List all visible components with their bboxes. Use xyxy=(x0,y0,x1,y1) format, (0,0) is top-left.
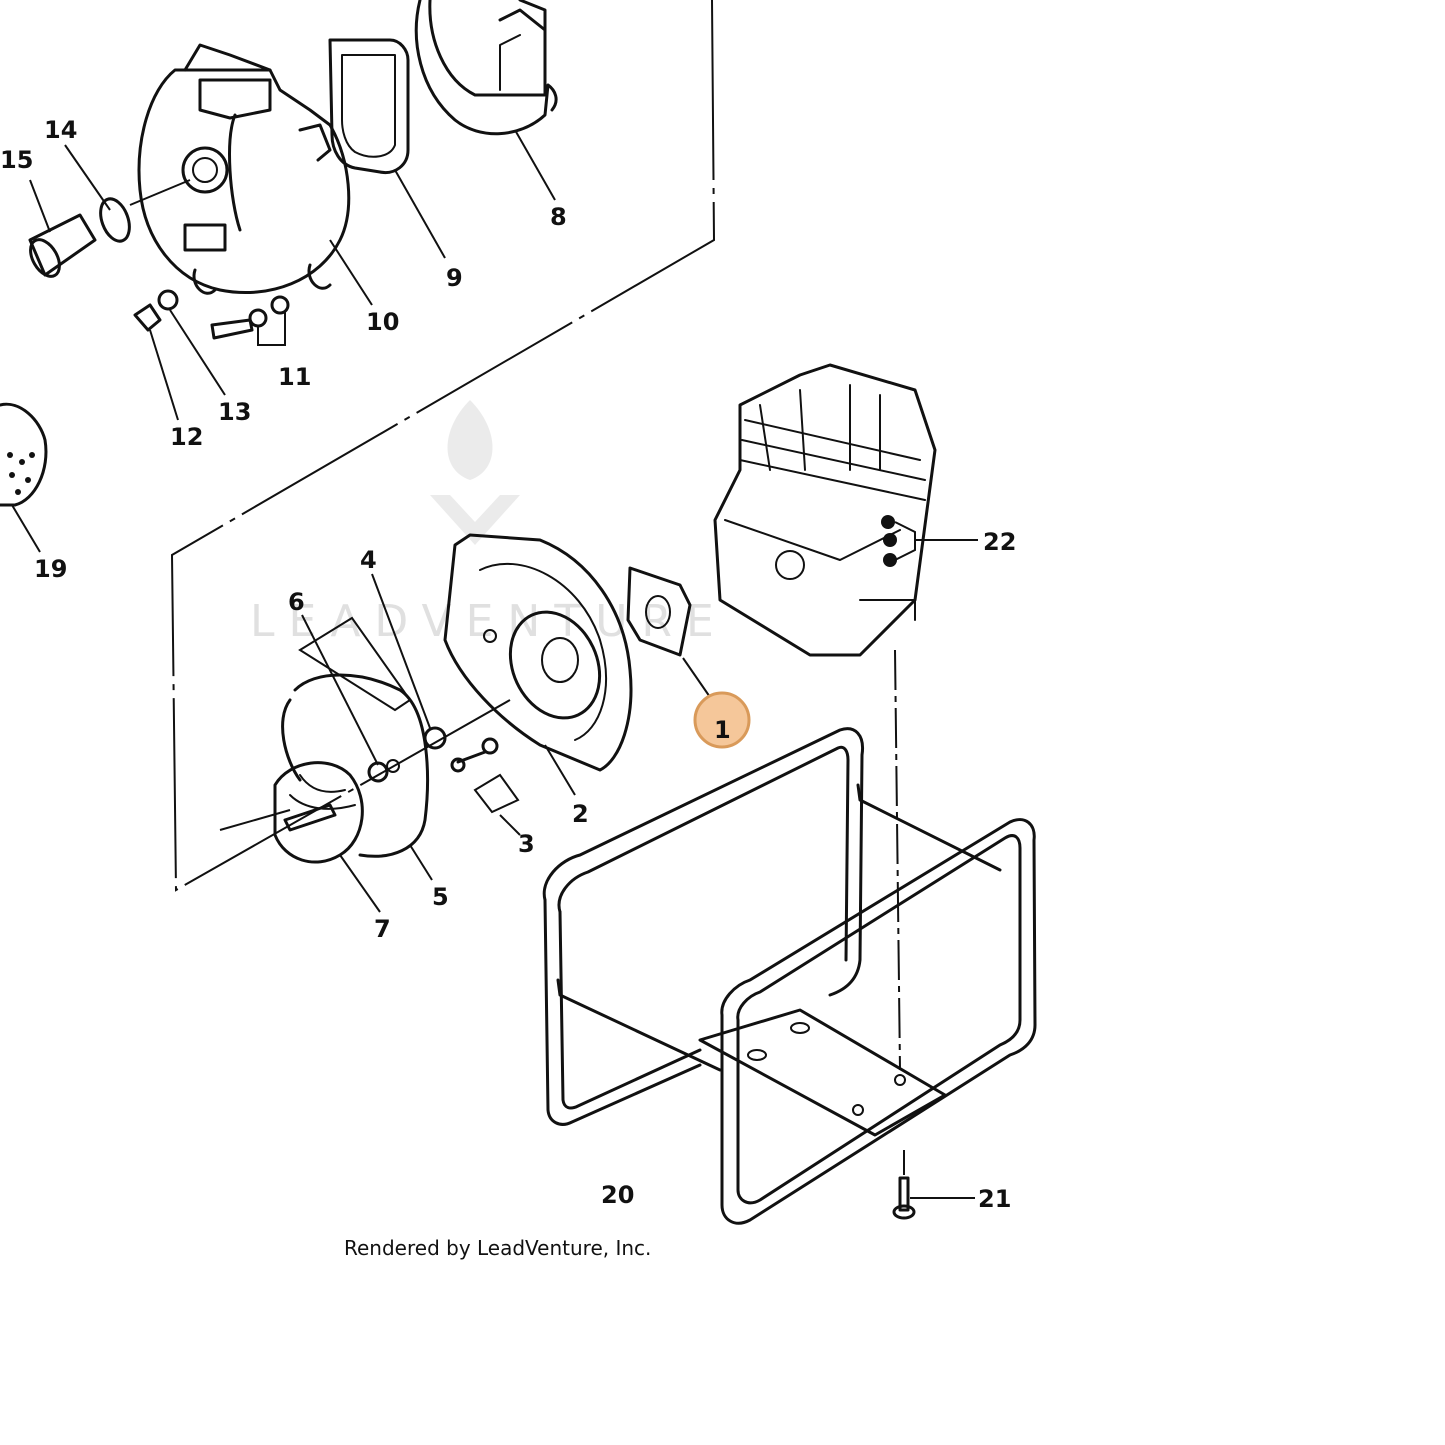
part-3-bolt xyxy=(450,737,520,814)
callout-10[interactable]: 10 xyxy=(366,308,399,336)
callout-1-highlight[interactable] xyxy=(693,691,751,749)
callout-15[interactable]: 15 xyxy=(0,146,33,174)
part-15-fitting xyxy=(28,213,97,278)
callout-9[interactable]: 9 xyxy=(446,264,463,292)
callout-13[interactable]: 13 xyxy=(218,398,251,426)
part-8-cover xyxy=(414,0,558,136)
callouts: 1 2 3 4 5 6 7 8 9 10 11 12 13 14 15 19 2… xyxy=(0,116,1016,1213)
part-12-drain-plug xyxy=(133,303,162,332)
part-2-adapter xyxy=(443,533,633,772)
callout-1[interactable]: 1 xyxy=(714,716,731,744)
callout-20[interactable]: 20 xyxy=(601,1181,634,1209)
footer-credit: Rendered by LeadVenture, Inc. xyxy=(344,1236,652,1260)
assembly-boundary xyxy=(170,0,716,892)
callout-6[interactable]: 6 xyxy=(288,588,305,616)
callout-14[interactable]: 14 xyxy=(44,116,77,144)
callout-12[interactable]: 12 xyxy=(170,423,203,451)
callout-11[interactable]: 11 xyxy=(278,363,311,391)
callout-8[interactable]: 8 xyxy=(550,203,567,231)
callout-4[interactable]: 4 xyxy=(360,546,377,574)
part-7-impeller xyxy=(273,761,364,864)
part-21-bolt xyxy=(892,1176,916,1220)
part-19-strainer xyxy=(0,402,48,507)
part-9-gasket xyxy=(328,38,410,175)
part-13-washer xyxy=(157,289,179,311)
callout-7[interactable]: 7 xyxy=(374,915,391,943)
part-5-o-ring xyxy=(281,673,429,858)
callout-22[interactable]: 22 xyxy=(983,528,1016,556)
callout-21[interactable]: 21 xyxy=(978,1185,1011,1213)
part-22-engine xyxy=(713,363,937,657)
callout-2[interactable]: 2 xyxy=(572,800,589,828)
part-20-frame xyxy=(542,727,1037,1225)
callout-19[interactable]: 19 xyxy=(34,555,67,583)
part-1-gasket xyxy=(626,566,692,657)
part-11-bolts xyxy=(210,295,290,346)
part-14-o-ring xyxy=(99,197,131,243)
callout-3[interactable]: 3 xyxy=(518,830,535,858)
watermark-text: LEADVENTURE xyxy=(250,596,728,647)
leader-lines xyxy=(11,129,978,1199)
watermark: LEADVENTURE xyxy=(250,400,728,647)
part-10-casing xyxy=(137,43,351,295)
callout-5[interactable]: 5 xyxy=(432,883,449,911)
